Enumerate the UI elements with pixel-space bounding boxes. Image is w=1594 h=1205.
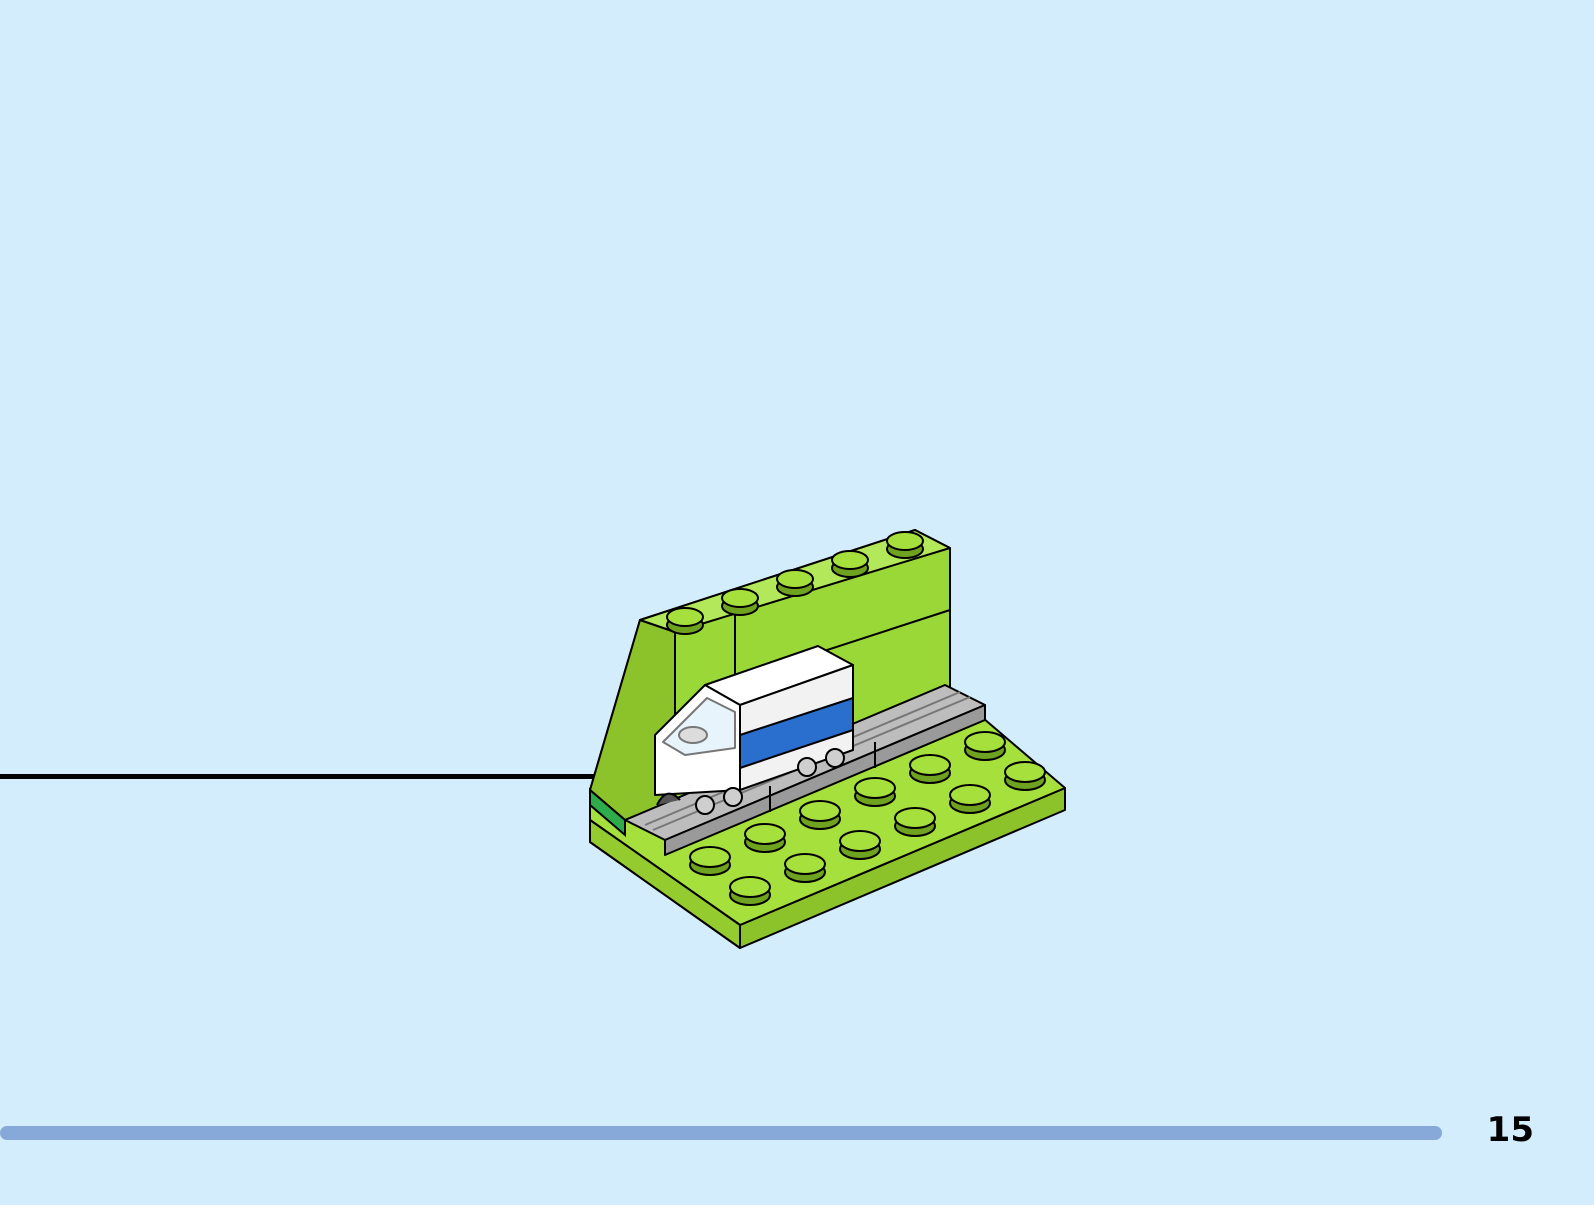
wall-studs — [666, 531, 924, 635]
lego-train-model-illustration — [589, 529, 1066, 949]
pointer-arrow-line — [0, 774, 610, 779]
page-number: 15 — [1486, 1110, 1534, 1150]
page-progress-bar — [0, 1126, 1442, 1140]
train-car — [654, 645, 854, 815]
base-studs — [689, 731, 1046, 906]
dark-green-side-piece — [589, 787, 626, 838]
